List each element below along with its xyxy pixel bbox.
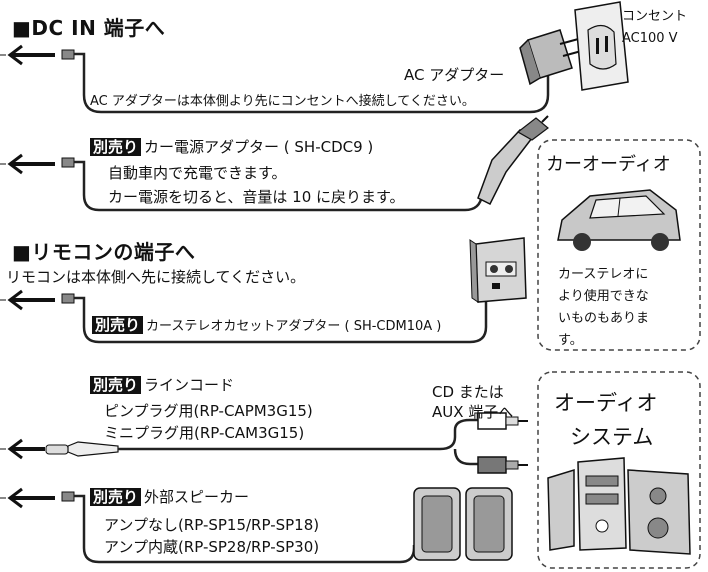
wall-outlet-image [574, 1, 629, 91]
remote-plug [61, 293, 488, 344]
car-audio-note: カーステレオに より使用できな いものもありま す。 [558, 264, 649, 352]
cd-aux-line1: CD または [432, 383, 504, 401]
car-power-line2: カー電源を切ると、音量は 10 に戻ります。 [108, 188, 405, 206]
arrow-dc-in [0, 44, 55, 66]
car-image [557, 189, 681, 251]
speaker-line1: アンプなし(RP-SP15/RP-SP18) [104, 516, 320, 534]
car-power-name-row: 別売りカー電源アダプター ( SH-CDC9 ) [90, 136, 373, 157]
cd-aux-label: CD または AUX 端子へ [432, 382, 513, 422]
car-audio-note-line4: す。 [558, 333, 583, 348]
ac-adapter-image [519, 29, 586, 86]
car-audio-note-line2: より使用できな [558, 289, 649, 304]
speakers-image [413, 487, 513, 561]
speaker-line2: アンプ内蔵(RP-SP28/RP-SP30) [104, 538, 320, 556]
line-cord-pin: ピンプラグ用(RP-CAPM3G15) [104, 402, 313, 420]
outlet-label-line1: コンセント [622, 9, 688, 24]
arrow-car-power [0, 153, 55, 175]
car-power-line1: 自動車内で充電できます。 [108, 164, 287, 182]
speaker-plug [61, 491, 416, 564]
car-audio-note-line1: カーステレオに [558, 267, 649, 282]
line-cord-mini: ミニプラグ用(RP-CAM3G15) [104, 424, 305, 442]
optional-tag: 別売り [90, 376, 142, 394]
car-power-name: カー電源アダプター ( SH-CDC9 ) [144, 138, 374, 156]
audio-system-line1: オーディオ [554, 391, 658, 415]
pin-plug-red-image [477, 456, 528, 474]
car-audio-box [537, 139, 701, 351]
arrow-line-cord [0, 438, 45, 460]
line-cord-name: ラインコード [144, 376, 235, 394]
optional-tag: 別売り [90, 138, 142, 156]
remote-note: リモコンは本体側へ先に接続してください。 [6, 268, 306, 286]
speaker-name: 外部スピーカー [144, 488, 250, 506]
audio-system-label: オーディオ システム [554, 386, 658, 454]
optional-tag: 別売り [90, 488, 142, 506]
speaker-row: 別売り外部スピーカー [90, 486, 249, 507]
pin-plug-white-image [477, 412, 528, 430]
car-audio-title: カーオーディオ [546, 154, 671, 175]
cassette-adapter-image [469, 237, 527, 303]
car-audio-note-line3: いものもありま [558, 311, 650, 326]
line-cord-mini-plug [45, 418, 478, 466]
arrow-speaker [0, 487, 55, 509]
line-cord-row: 別売りラインコード [90, 374, 234, 395]
audio-system-line2: システム [570, 425, 654, 449]
optional-tag: 別売り [92, 316, 144, 334]
car-power-adapter-image [477, 115, 549, 206]
arrow-remote [0, 289, 55, 311]
heading-remote: ■リモコンの端子へ [12, 240, 196, 264]
audio-system-box [537, 371, 701, 569]
audio-system-image [547, 457, 691, 555]
cassette-row: 別売りカーステレオカセットアダプター ( SH-CDM10A ) [92, 314, 441, 335]
cassette-name: カーステレオカセットアダプター ( SH-CDM10A ) [146, 319, 442, 334]
ac-adapter-label: AC アダプター [404, 66, 505, 84]
dc-plug [61, 49, 550, 114]
heading-dc-in: ■DC IN 端子へ [12, 16, 166, 40]
car-power-plug [61, 157, 491, 212]
outlet-label-line2: AC100 V [622, 31, 678, 46]
outlet-label: コンセント AC100 V [622, 6, 687, 50]
ac-adapter-note: AC アダプターは本体側より先にコンセントへ接続してください。 [90, 94, 475, 109]
cd-aux-line2: AUX 端子へ [432, 403, 514, 421]
